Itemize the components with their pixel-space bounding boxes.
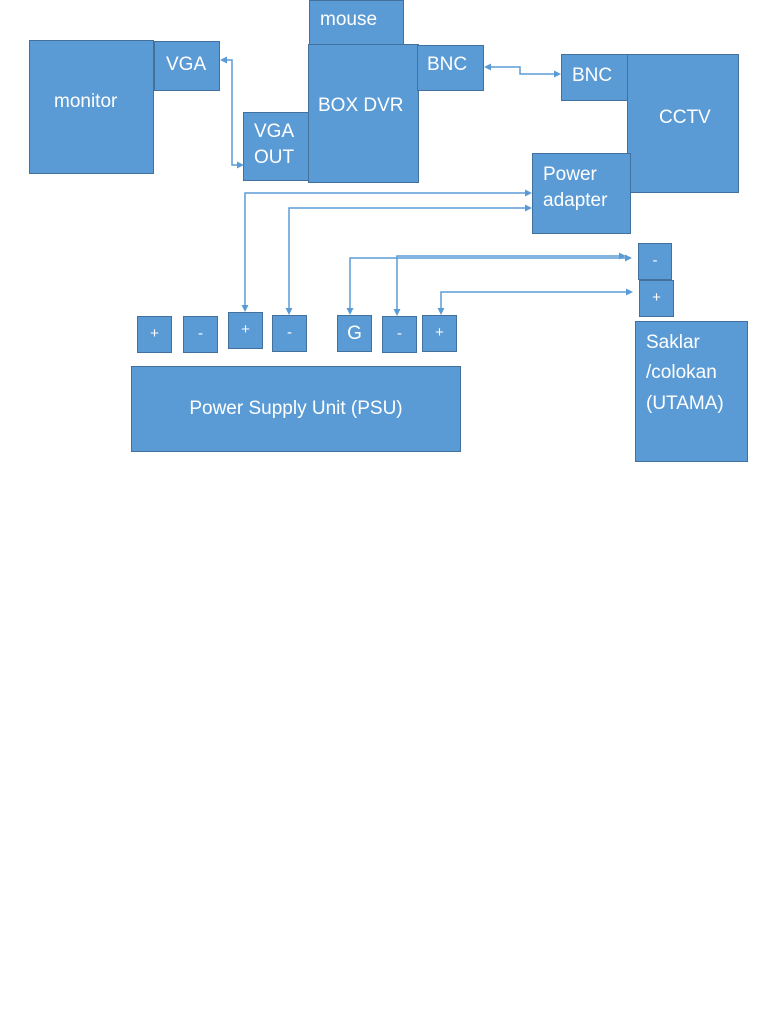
saklar-label: Saklar /colokan (UTAMA) (646, 332, 724, 414)
cctv-label: CCTV (659, 107, 711, 128)
mouse-label: mouse (320, 9, 378, 30)
saklar-minus-terminal: - (638, 243, 672, 280)
power-adapter-label: Power adapter (543, 164, 608, 211)
bnc-cctv-block: BNC (561, 54, 628, 101)
psu-minus-terminal-1-label: - (198, 325, 203, 343)
psu-minus-terminal-3-label: - (397, 325, 402, 343)
monitor-block: monitor (29, 40, 154, 174)
psu-plus-terminal-3-label: + (435, 324, 444, 342)
saklar-plus-terminal: + (639, 280, 674, 317)
psu-plus-terminal-2-label: + (241, 321, 250, 339)
bnc-dvr-label: BNC (427, 54, 468, 75)
connector-psu-minus-to-saklar (393, 252, 626, 316)
psu-plus-terminal-3: + (422, 315, 457, 352)
bnc-dvr-block: BNC (417, 45, 484, 91)
psu-minus-terminal-2: - (272, 315, 307, 352)
vga-port-block: VGA (154, 41, 220, 91)
psu-label: Power Supply Unit (PSU) (189, 398, 403, 420)
connector-psu-minus-to-adapter (285, 204, 532, 315)
saklar-minus-terminal-label: - (652, 252, 658, 270)
psu-block: Power Supply Unit (PSU) (131, 366, 461, 452)
vga-out-block: VGA OUT (243, 112, 309, 181)
psu-plus-terminal-2: + (228, 312, 263, 349)
connector-vga-to-vga-out (220, 56, 244, 169)
bnc-cctv-label: BNC (572, 65, 613, 86)
vga-port-label: VGA (166, 54, 207, 75)
connector-psu-plus-to-saklar (437, 288, 633, 315)
psu-minus-terminal-2-label: - (287, 324, 292, 342)
box-dvr-label: BOX DVR (318, 95, 404, 116)
psu-plus-terminal-1: + (137, 316, 172, 353)
connector-bnc-to-bnc (484, 63, 561, 78)
mouse-block: mouse (309, 0, 404, 46)
psu-plus-terminal-1-label: + (150, 325, 159, 343)
box-dvr-block: BOX DVR (308, 44, 419, 183)
cctv-block: CCTV (627, 54, 739, 193)
psu-minus-terminal-3: - (382, 316, 417, 353)
psu-ground-terminal-label: G (347, 322, 362, 344)
vga-out-label: VGA OUT (254, 121, 295, 168)
saklar-block: Saklar /colokan (UTAMA) (635, 321, 748, 462)
connector-psu-plus-to-adapter (241, 189, 532, 312)
psu-ground-terminal: G (337, 315, 372, 352)
power-adapter-block: Power adapter (532, 153, 631, 234)
monitor-label: monitor (54, 91, 118, 112)
connector-psu-ground-to-saklar (346, 254, 632, 315)
psu-minus-terminal-1: - (183, 316, 218, 353)
saklar-plus-terminal-label: + (652, 289, 661, 307)
